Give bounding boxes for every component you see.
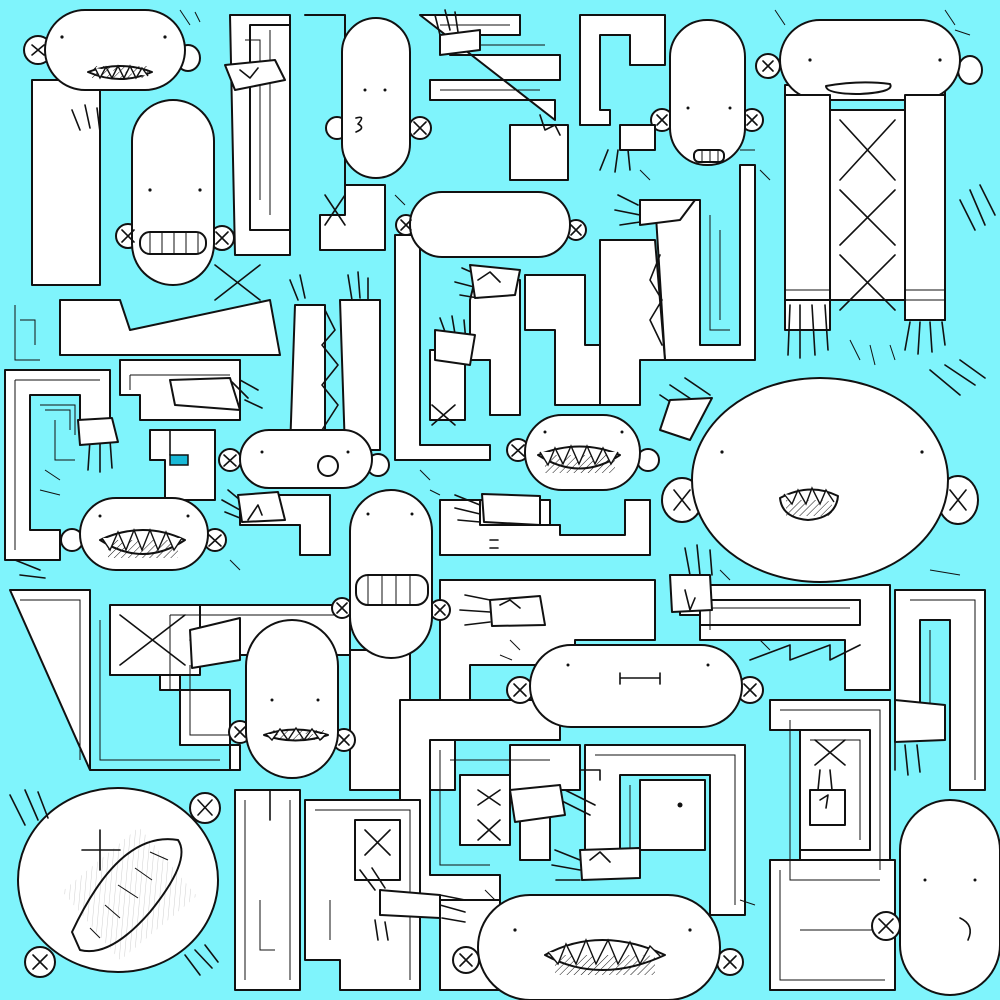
face-top-left — [23, 9, 201, 91]
face-top-middle — [325, 17, 432, 179]
face-center-tall — [331, 489, 451, 659]
face-middle-teeth — [506, 414, 660, 491]
small-blue-box — [169, 454, 189, 466]
face-bottom-left-round — [17, 787, 221, 978]
face-top-right-middle — [650, 19, 764, 166]
face-top-right — [755, 19, 983, 101]
zigzag-lines — [321, 114, 861, 661]
maze-inner-lines — [14, 24, 976, 981]
face-capsule-middle — [395, 191, 587, 258]
face-big-round-right — [661, 377, 979, 583]
x-marks — [119, 119, 896, 856]
arms-and-hands — [9, 9, 996, 976]
face-capsule-flat-mouth — [506, 644, 764, 728]
decorative-marks — [39, 9, 971, 906]
face-o-mouth — [218, 429, 390, 489]
face-lower-center-left — [228, 619, 356, 779]
face-left-middle — [60, 497, 227, 571]
face-bottom-middle — [452, 894, 744, 1000]
face-bottom-right — [871, 799, 1000, 996]
face-tall-left — [115, 99, 235, 286]
